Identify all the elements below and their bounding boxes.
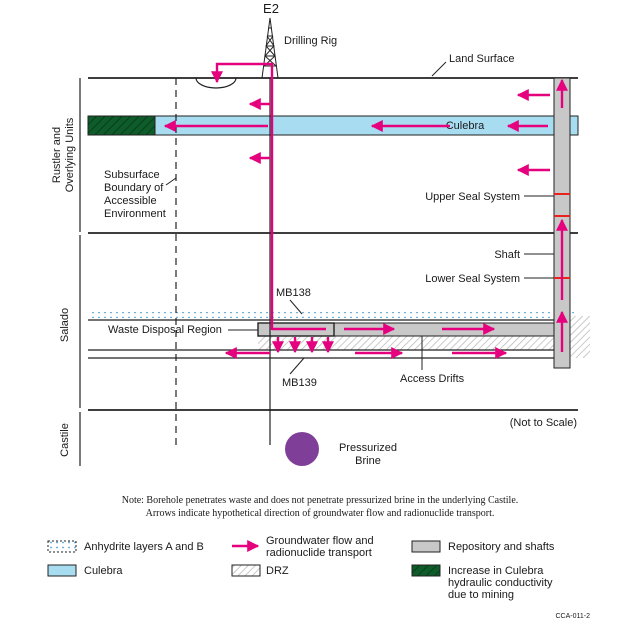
drilling-rig-label: Drilling Rig [284,35,337,47]
access-drifts-label: Access Drifts [400,373,465,385]
mb138-leader [289,299,303,315]
mb139-label: MB139 [282,377,317,389]
boundary-label-3: Accessible [104,195,157,207]
unit-label-rustler-line2: Overlying Units [64,117,76,192]
legend-increase-label-3: due to mining [448,589,514,601]
land-surface-label: Land Surface [449,53,514,65]
anhydrite-mb138-right [570,312,578,318]
legend-anhydrite-label: Anhydrite layers A and B [84,541,204,553]
legend-increase-label-2: hydraulic conductivity [448,577,553,589]
legend-repository-label: Repository and shafts [448,541,555,553]
culebra-shaft-right [569,115,579,136]
drilling-rig-icon [261,17,279,79]
legend-drz-swatch [231,564,261,577]
upper-seal-label: Upper Seal System [425,191,520,203]
unit-label-castile: Castile [59,423,71,457]
note-line-1: Note: Borehole penetrates waste and does… [121,495,519,506]
not-to-scale-label: (Not to Scale) [510,417,577,429]
legend-increase-swatch [411,564,441,577]
legend-drz-label: DRZ [266,565,289,577]
borehole-label: E2 [263,1,279,16]
drz-zone [258,336,554,350]
drz-zone-right [570,316,590,358]
unit-label-rustler-line1: Rustler and [51,127,63,183]
waste-disposal-label: Waste Disposal Region [108,324,222,336]
legend: Anhydrite layers A and B Culebra Groundw… [47,535,555,601]
boundary-label-1: Subsurface [104,169,160,181]
note-line-2: Arrows indicate hypothetical direction o… [145,508,495,519]
figure-id: CCA-011-2 [556,613,591,620]
legend-anhydrite-swatch [47,540,77,553]
legend-culebra-swatch [47,564,77,577]
brine-label-1: Pressurized [339,442,397,454]
legend-flow-label-1: Groundwater flow and [266,535,374,547]
anhydrite-mb138 [88,312,554,318]
legend-repository-swatch [411,540,441,553]
legend-flow-label-2: radionuclide transport [266,547,372,559]
flow-arrows [163,62,568,359]
culebra-increase-zone [87,115,156,136]
boundary-leader [165,177,177,186]
legend-culebra-label: Culebra [84,565,123,577]
formation-boundaries [88,77,578,411]
legend-increase-label-1: Increase in Culebra [448,565,544,577]
land-surface-leader [431,61,447,77]
mb139-leader [289,357,305,375]
mb138-label: MB138 [276,287,311,299]
brine-label-2: Brine [355,455,381,467]
boundary-label-4: Environment [104,208,166,220]
culebra-label: Culebra [446,120,485,132]
boundary-label-2: Boundary of [104,182,164,194]
borehole-flow-path [211,62,274,330]
figure-note: Note: Borehole penetrates waste and does… [60,494,580,520]
shaft-label: Shaft [494,249,520,261]
unit-label-salado: Salado [59,308,71,342]
mud-pit [195,77,237,89]
lower-seal-label: Lower Seal System [425,273,520,285]
pressurized-brine-blob [285,432,319,466]
